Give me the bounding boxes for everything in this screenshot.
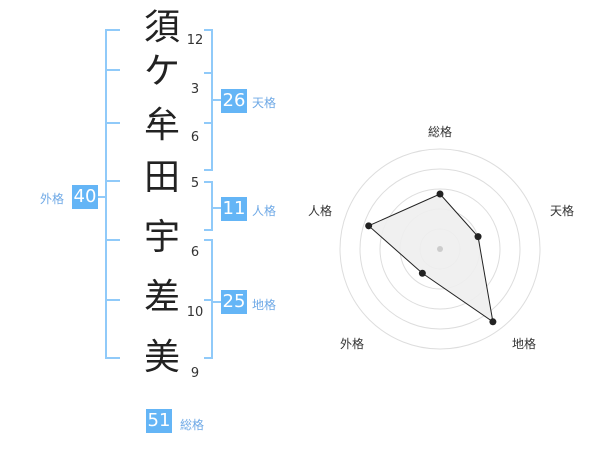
- stroke-count-5: 6: [190, 245, 200, 260]
- radar-center: [437, 246, 443, 252]
- chikaku-value: 25: [221, 290, 247, 314]
- stroke-count-3: 6: [190, 130, 200, 145]
- radar-point-1: [436, 190, 444, 198]
- radar-ring-2: [359, 168, 521, 330]
- name-char-4: 田: [143, 157, 180, 198]
- radar-ring-3: [379, 188, 501, 310]
- radar-label-soukaku: 総格: [428, 125, 453, 139]
- radar-point-4: [418, 269, 426, 277]
- radar-point-5: [365, 222, 373, 230]
- jinkaku-value: 11: [221, 197, 247, 221]
- chikaku-label: 地格: [252, 298, 277, 312]
- soukaku-value: 51: [146, 409, 172, 433]
- name-char-1: 須: [143, 7, 180, 48]
- radar-points: [365, 190, 497, 326]
- stroke-count-2: 3: [190, 82, 200, 97]
- name-char-5: 宇: [143, 217, 180, 258]
- gaikaku-label: 外格: [40, 192, 65, 206]
- soukaku-label: 総格: [180, 418, 205, 432]
- radar-label-chikaku: 地格: [512, 337, 537, 351]
- name-char-6: 差: [143, 277, 180, 318]
- radar-label-gaikaku: 外格: [340, 337, 365, 351]
- radar-point-2: [474, 233, 482, 241]
- tenkaku-value: 26: [221, 89, 247, 113]
- radar-point-3: [489, 318, 497, 326]
- stroke-count-4: 5: [190, 176, 200, 191]
- name-char-7: 美: [143, 337, 180, 378]
- radar-area: [367, 193, 494, 323]
- name-char-2: ケ: [143, 51, 180, 92]
- stroke-count-1: 12: [186, 33, 204, 48]
- radar-label-tenkaku: 天格: [550, 204, 575, 218]
- stroke-count-7: 9: [190, 366, 200, 381]
- gaikaku-value: 40: [72, 185, 98, 209]
- radar-label-jinkaku: 人格: [308, 204, 333, 218]
- radar-ring-1: [339, 148, 541, 350]
- jinkaku-label: 人格: [252, 204, 277, 218]
- name-char-3: 牟: [143, 105, 180, 146]
- tenkaku-label: 天格: [252, 96, 277, 110]
- stroke-count-6: 10: [186, 305, 204, 320]
